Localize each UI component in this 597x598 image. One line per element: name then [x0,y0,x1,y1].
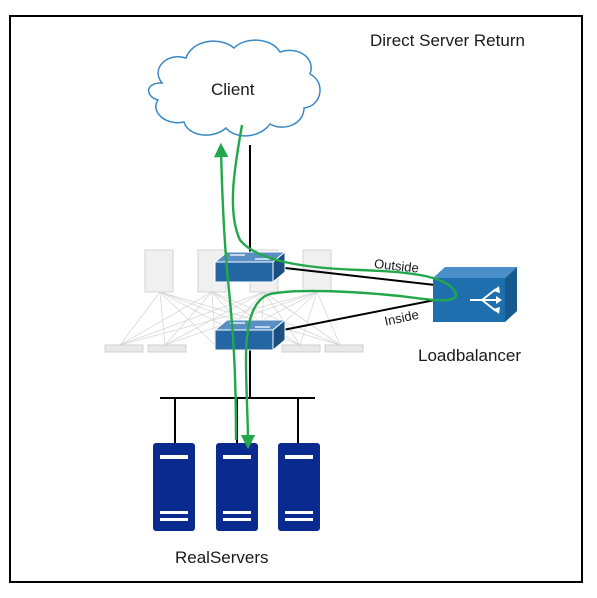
network-links [160,145,436,443]
traffic-paths [213,124,458,450]
loadbalancer-icon [433,267,517,322]
inside-link [282,299,436,331]
switch-icon [213,250,287,284]
loadbalancer-label: Loadbalancer [418,346,522,365]
server-icon [278,443,320,531]
request-path [231,124,458,450]
outside-link [284,267,436,286]
return-path [213,142,238,441]
diagram-frame [9,15,583,583]
client-label: Client [211,80,255,99]
realservers-label: RealServers [175,548,269,567]
cloud-icon [148,39,321,137]
server-icon [216,443,258,531]
server-icon [153,443,195,531]
diagram-title: Direct Server Return [370,31,525,50]
